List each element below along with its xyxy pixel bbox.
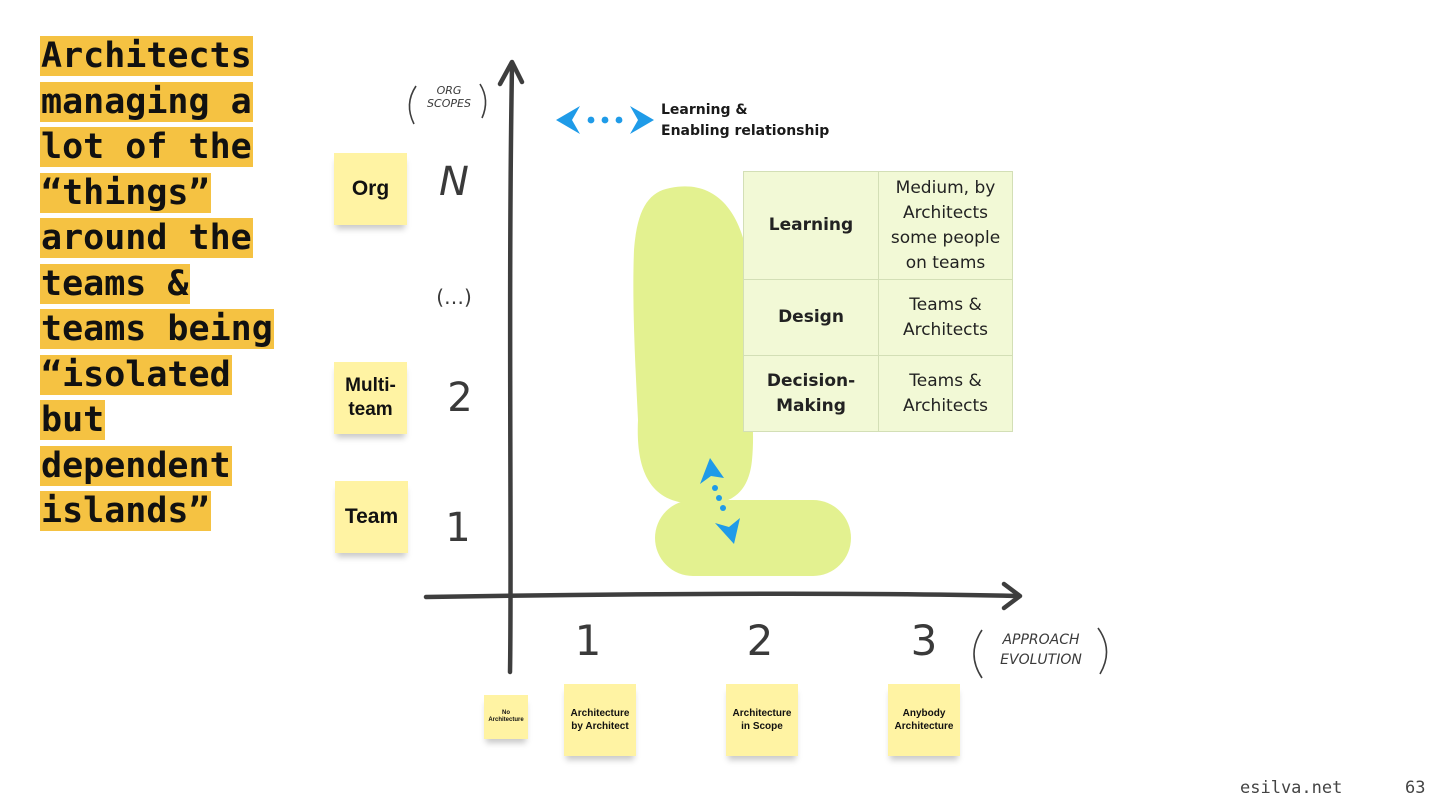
left-paren <box>408 85 417 125</box>
x-axis-label: APPROACH EVOLUTION <box>984 630 1098 670</box>
y-axis <box>497 59 525 675</box>
x-axis <box>423 581 1023 611</box>
table-row: Decision- Making Teams & Architects <box>743 355 1013 432</box>
right-paren <box>479 83 487 119</box>
arrow-dot <box>712 485 718 491</box>
y-level-mark-2: 2 <box>447 375 473 421</box>
y-axis-label: ORG SCOPES <box>418 84 480 110</box>
blob-highlight <box>633 186 851 576</box>
arrow-head-right <box>630 106 654 134</box>
arrow-head-left <box>556 106 580 134</box>
sticky-text: Anybody Architecture <box>894 708 954 732</box>
sticky-text: No Architecture <box>488 710 524 723</box>
title-line: but <box>40 400 106 440</box>
right-paren <box>1097 627 1108 675</box>
blob-horizontal <box>655 500 851 576</box>
title-line: teams being <box>40 309 274 349</box>
x-level-mark-3: 3 <box>910 616 938 665</box>
y-level-mark-n: N <box>439 159 469 205</box>
title-line: “isolated <box>40 354 232 395</box>
table-row: Learning Medium, by Architects some peop… <box>743 171 1013 280</box>
footer-page-number: 63 <box>1405 778 1426 798</box>
sticky-text: Multi- team <box>345 375 396 420</box>
x-level-mark-2: 2 <box>746 616 774 665</box>
table-key: Learning <box>743 171 879 280</box>
y-axis-label-parens <box>408 83 487 125</box>
page-title: Architects managing a lot of the “things… <box>40 34 274 535</box>
table-key: Decision- Making <box>743 355 879 432</box>
sticky-architecture-by-architect: Architecture by Architect <box>564 684 636 756</box>
sticky-multi-team: Multi- team <box>334 362 407 434</box>
title-line: islands” <box>40 491 211 531</box>
arrow-head-up <box>700 458 724 484</box>
y-axis-label-line: SCOPES <box>427 97 471 110</box>
enabling-arrow <box>700 458 740 544</box>
sticky-architecture-in-scope: Architecture in Scope <box>726 684 798 756</box>
sticky-text: Team <box>344 505 399 528</box>
title-line: managing a <box>40 81 253 122</box>
x-level-mark-1: 1 <box>574 616 602 665</box>
y-level-mark-1: 1 <box>445 505 471 551</box>
title-line: around the <box>40 218 253 258</box>
y-axis-label-line: ORG <box>436 84 462 97</box>
x-axis-line <box>423 591 1021 600</box>
arrow-head-down <box>715 518 740 544</box>
y-axis-line <box>507 63 515 675</box>
sticky-anybody-architecture: Anybody Architecture <box>888 684 960 756</box>
sticky-no-architecture: No Architecture <box>484 695 528 739</box>
sticky-team: Team <box>335 481 408 553</box>
sticky-org: Org <box>334 153 407 225</box>
left-paren <box>973 629 983 679</box>
sticky-text: Architecture by Architect <box>570 708 630 732</box>
table-key: Design <box>743 279 879 356</box>
arrow-dot <box>720 505 726 511</box>
arrow-dot <box>716 495 722 501</box>
sticky-text: Architecture in Scope <box>732 708 792 732</box>
legend-line: Enabling relationship <box>661 123 830 139</box>
table-value: Medium, by Architects some people on tea… <box>878 171 1013 280</box>
info-table: Learning Medium, by Architects some peop… <box>743 171 1013 432</box>
legend-line: Learning & <box>661 102 748 118</box>
table-row: Design Teams & Architects <box>743 279 1013 356</box>
title-line: teams & <box>40 263 190 304</box>
title-line: lot of the <box>40 127 253 167</box>
title-line: “things” <box>40 172 211 213</box>
legend-arrow <box>556 106 654 134</box>
y-level-mark-ellipsis: (…) <box>436 285 472 309</box>
x-axis-label-line: APPROACH <box>1002 632 1080 648</box>
x-axis-label-line: EVOLUTION <box>1000 652 1082 668</box>
title-line: Architects <box>40 36 253 76</box>
footer-site: esilva.net <box>1240 778 1343 798</box>
arrow-dot <box>601 116 609 124</box>
arrow-dot <box>615 116 623 124</box>
y-axis-arrowhead <box>497 59 525 87</box>
title-line: dependent <box>40 445 232 486</box>
x-axis-arrowhead <box>1001 581 1023 611</box>
legend-text: Learning & Enabling relationship <box>661 100 829 142</box>
x-axis-label-parens <box>973 627 1108 679</box>
table-value: Teams & Architects <box>878 279 1013 356</box>
table-value: Teams & Architects <box>878 355 1013 432</box>
sticky-text: Org <box>351 177 390 200</box>
blob-vertical <box>633 186 754 505</box>
arrow-dot <box>587 116 595 124</box>
